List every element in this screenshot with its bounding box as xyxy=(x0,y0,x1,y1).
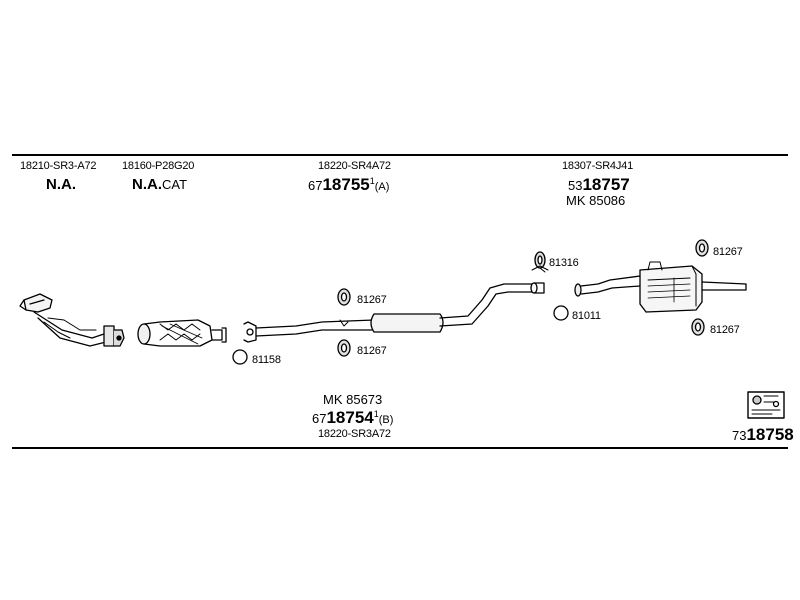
callout-hanger-rear-top: 81267 xyxy=(713,246,743,258)
bottom-code: 18754 xyxy=(326,408,374,427)
rear-prefix: 53 xyxy=(568,178,583,193)
callout-hanger-rear-bottom: 81267 xyxy=(710,324,740,336)
mounting-kit-icon[interactable] xyxy=(747,391,785,419)
hanger-b-icon[interactable] xyxy=(337,339,351,357)
callout-hanger-mid: 81316 xyxy=(549,257,579,269)
hanger-rear-top-icon[interactable] xyxy=(695,239,709,257)
exhaust-manifold[interactable] xyxy=(19,293,125,347)
front-pipe-code-group[interactable]: 67187551(A) xyxy=(308,175,389,195)
callout-gasket-rear: 81011 xyxy=(572,310,601,322)
part-2-status: N.A.CAT xyxy=(132,176,187,194)
front-pipe-code: 18755 xyxy=(322,175,370,194)
rear-muffler[interactable] xyxy=(574,261,747,313)
hanger-rear-bottom-icon[interactable] xyxy=(691,318,705,336)
rear-mk: MK 85086 xyxy=(566,193,626,208)
callout-hanger-a: 81267 xyxy=(357,294,387,306)
bottom-mk: MK 85673 xyxy=(323,392,383,407)
bottom-variant: (B) xyxy=(378,414,394,426)
rear-code: 18757 xyxy=(582,175,630,194)
front-pipe-prefix: 67 xyxy=(308,178,323,193)
part-2-status-cat: CAT xyxy=(162,177,188,192)
callout-gasket-front: 81158 xyxy=(252,354,281,366)
bottom-rule xyxy=(12,447,788,449)
part-2-number: 18160-P28G20 xyxy=(122,160,195,172)
bottom-prefix: 67 xyxy=(312,411,327,426)
bottom-code-group[interactable]: 67187541(B) xyxy=(312,408,393,428)
kit-code: 18758 xyxy=(746,425,794,444)
gasket-rear-icon[interactable] xyxy=(553,305,569,321)
rear-code-group[interactable]: 5318757 xyxy=(568,175,630,195)
front-pipe-variant: (A) xyxy=(374,181,390,193)
top-rule xyxy=(12,154,788,156)
bottom-part-number: 18220-SR3A72 xyxy=(318,428,391,440)
catalytic-converter[interactable] xyxy=(137,319,227,347)
front-pipe-sup: 1 xyxy=(369,176,375,186)
callout-hanger-b: 81267 xyxy=(357,345,387,357)
front-pipe-number: 18220-SR4A72 xyxy=(318,160,391,172)
gasket-front-icon[interactable] xyxy=(232,349,248,365)
rear-number: 18307-SR4J41 xyxy=(562,160,633,172)
kit-prefix: 73 xyxy=(732,428,747,443)
part-1-status: N.A. xyxy=(46,176,76,193)
hanger-a-icon[interactable] xyxy=(337,288,351,306)
front-pipe[interactable] xyxy=(243,282,545,343)
bottom-sup: 1 xyxy=(373,409,379,419)
part-2-status-na: N.A. xyxy=(132,176,162,193)
hanger-mid-icon[interactable] xyxy=(531,251,549,273)
kit-code-group[interactable]: 7318758 xyxy=(732,425,794,445)
part-1-number: 18210-SR3-A72 xyxy=(20,160,97,172)
